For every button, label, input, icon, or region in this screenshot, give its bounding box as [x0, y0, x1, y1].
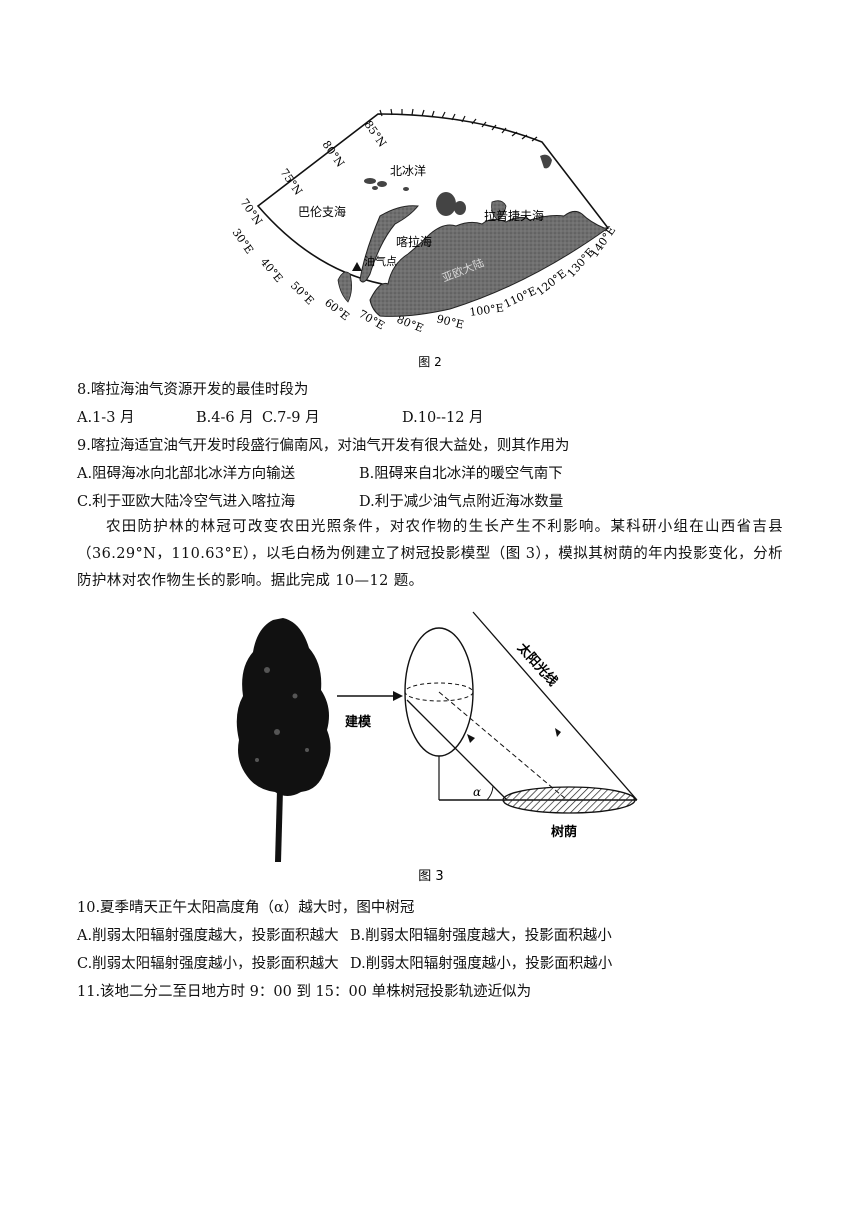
- q10-stem: 10.夏季晴天正午太阳高度角（α）越大时，图中树冠: [77, 900, 415, 916]
- arctic-map: 北冰洋 巴伦支海 喀拉海 拉普捷夫海 油气点 亚欧大陆 85°N 80°N 75…: [230, 108, 618, 369]
- q9-option-a[interactable]: A.阻碍海冰向北部北冰洋方向输送: [77, 466, 296, 482]
- q9-options-row2: C.利于亚欧大陆冷空气进入喀拉海 D.利于减少油气点附近海冰数量: [77, 492, 563, 512]
- q9-option-c[interactable]: C.利于亚欧大陆冷空气进入喀拉海: [77, 494, 296, 510]
- svg-text:40°E: 40°E: [258, 256, 286, 285]
- label-shade: 树荫: [551, 824, 577, 840]
- svg-text:80°E: 80°E: [395, 313, 425, 335]
- svg-text:50°E: 50°E: [288, 279, 317, 308]
- svg-text:30°E: 30°E: [230, 226, 256, 256]
- figure-2-map: 北冰洋 巴伦支海 喀拉海 拉普捷夫海 油气点 亚欧大陆 85°N 80°N 75…: [230, 104, 630, 372]
- q9-option-d[interactable]: D.利于减少油气点附近海冰数量: [359, 494, 564, 510]
- oil-gas-marker: [352, 262, 362, 271]
- svg-text:100°E: 100°E: [469, 301, 505, 319]
- label-model: 建模: [345, 714, 372, 730]
- sun-ray-lower: [406, 699, 508, 801]
- sun-ray-upper: [472, 611, 638, 801]
- q10-option-a[interactable]: A.削弱太阳辐射强度越大，投影面积越大: [77, 928, 339, 944]
- arctic-islands: [364, 178, 466, 216]
- tree-shadow-model: 建模 α 太阳光线 树荫 图 3: [236, 611, 638, 884]
- q10-option-c[interactable]: C.削弱太阳辐射强度越小，投影面积越大: [77, 956, 339, 972]
- tree-silhouette: [236, 618, 331, 862]
- q8-option-b[interactable]: B.4-6 月: [196, 410, 254, 426]
- figure-3-caption: 图 3: [418, 869, 443, 884]
- figure-3-model: 建模 α 太阳光线 树荫 图 3: [217, 600, 645, 890]
- label-arctic-ocean: 北冰洋: [390, 163, 426, 178]
- q8-option-c[interactable]: C.7-9 月: [262, 410, 320, 426]
- q8-stem: 8.喀拉海油气资源开发的最佳时段为: [77, 382, 309, 398]
- q9-stem: 9.喀拉海适宜油气开发时段盛行偏南风，对油气开发有很大益处，则其作用为: [77, 438, 570, 454]
- q9-option-b[interactable]: B.阻碍来自北冰洋的暖空气南下: [359, 466, 563, 482]
- label-barents-sea: 巴伦支海: [298, 204, 346, 219]
- q9-options-row1: A.阻碍海冰向北部北冰洋方向输送 B.阻碍来自北冰洋的暖空气南下: [77, 464, 563, 484]
- svg-text:90°E: 90°E: [435, 312, 465, 331]
- label-laptev-sea: 拉普捷夫海: [484, 208, 544, 223]
- q8-option-a[interactable]: A.1-3 月: [77, 410, 135, 426]
- eurasia-landmass: [369, 210, 610, 317]
- label-oil-gas: 油气点: [364, 254, 397, 268]
- q10-option-d[interactable]: D.削弱太阳辐射强度越小，投影面积越小: [350, 956, 613, 972]
- label-alpha: α: [473, 785, 481, 799]
- label-sunlight: 太阳光线: [513, 639, 560, 689]
- q8-options: A.1-3 月 B.4-6 月 C.7-9 月 D.10--12 月: [77, 408, 484, 428]
- intro-paragraph: 农田防护林的林冠可改变农田光照条件，对农作物的生长产生不利影响。某科研小组在山西…: [77, 519, 783, 589]
- q11-stem: 11.该地二分二至日地方时 9：00 到 15：00 单株树冠投影轨迹近似为: [77, 984, 532, 1000]
- top-arc-ticks: [379, 108, 538, 142]
- q10-options-row1: A.削弱太阳辐射强度越大，投影面积越大 B.削弱太阳辐射强度越大，投影面积越小: [77, 926, 612, 946]
- svg-text:70°N: 70°N: [238, 196, 266, 228]
- q10-option-b[interactable]: B.削弱太阳辐射强度越大，投影面积越小: [350, 928, 612, 944]
- q8-option-d[interactable]: D.10--12 月: [402, 410, 484, 426]
- q10-options-row2: C.削弱太阳辐射强度越小，投影面积越大 D.削弱太阳辐射强度越小，投影面积越小: [77, 954, 612, 974]
- figure-2-caption: 图 2: [418, 355, 441, 369]
- shade-ellipse: [502, 786, 636, 814]
- label-kara-sea: 喀拉海: [396, 234, 432, 249]
